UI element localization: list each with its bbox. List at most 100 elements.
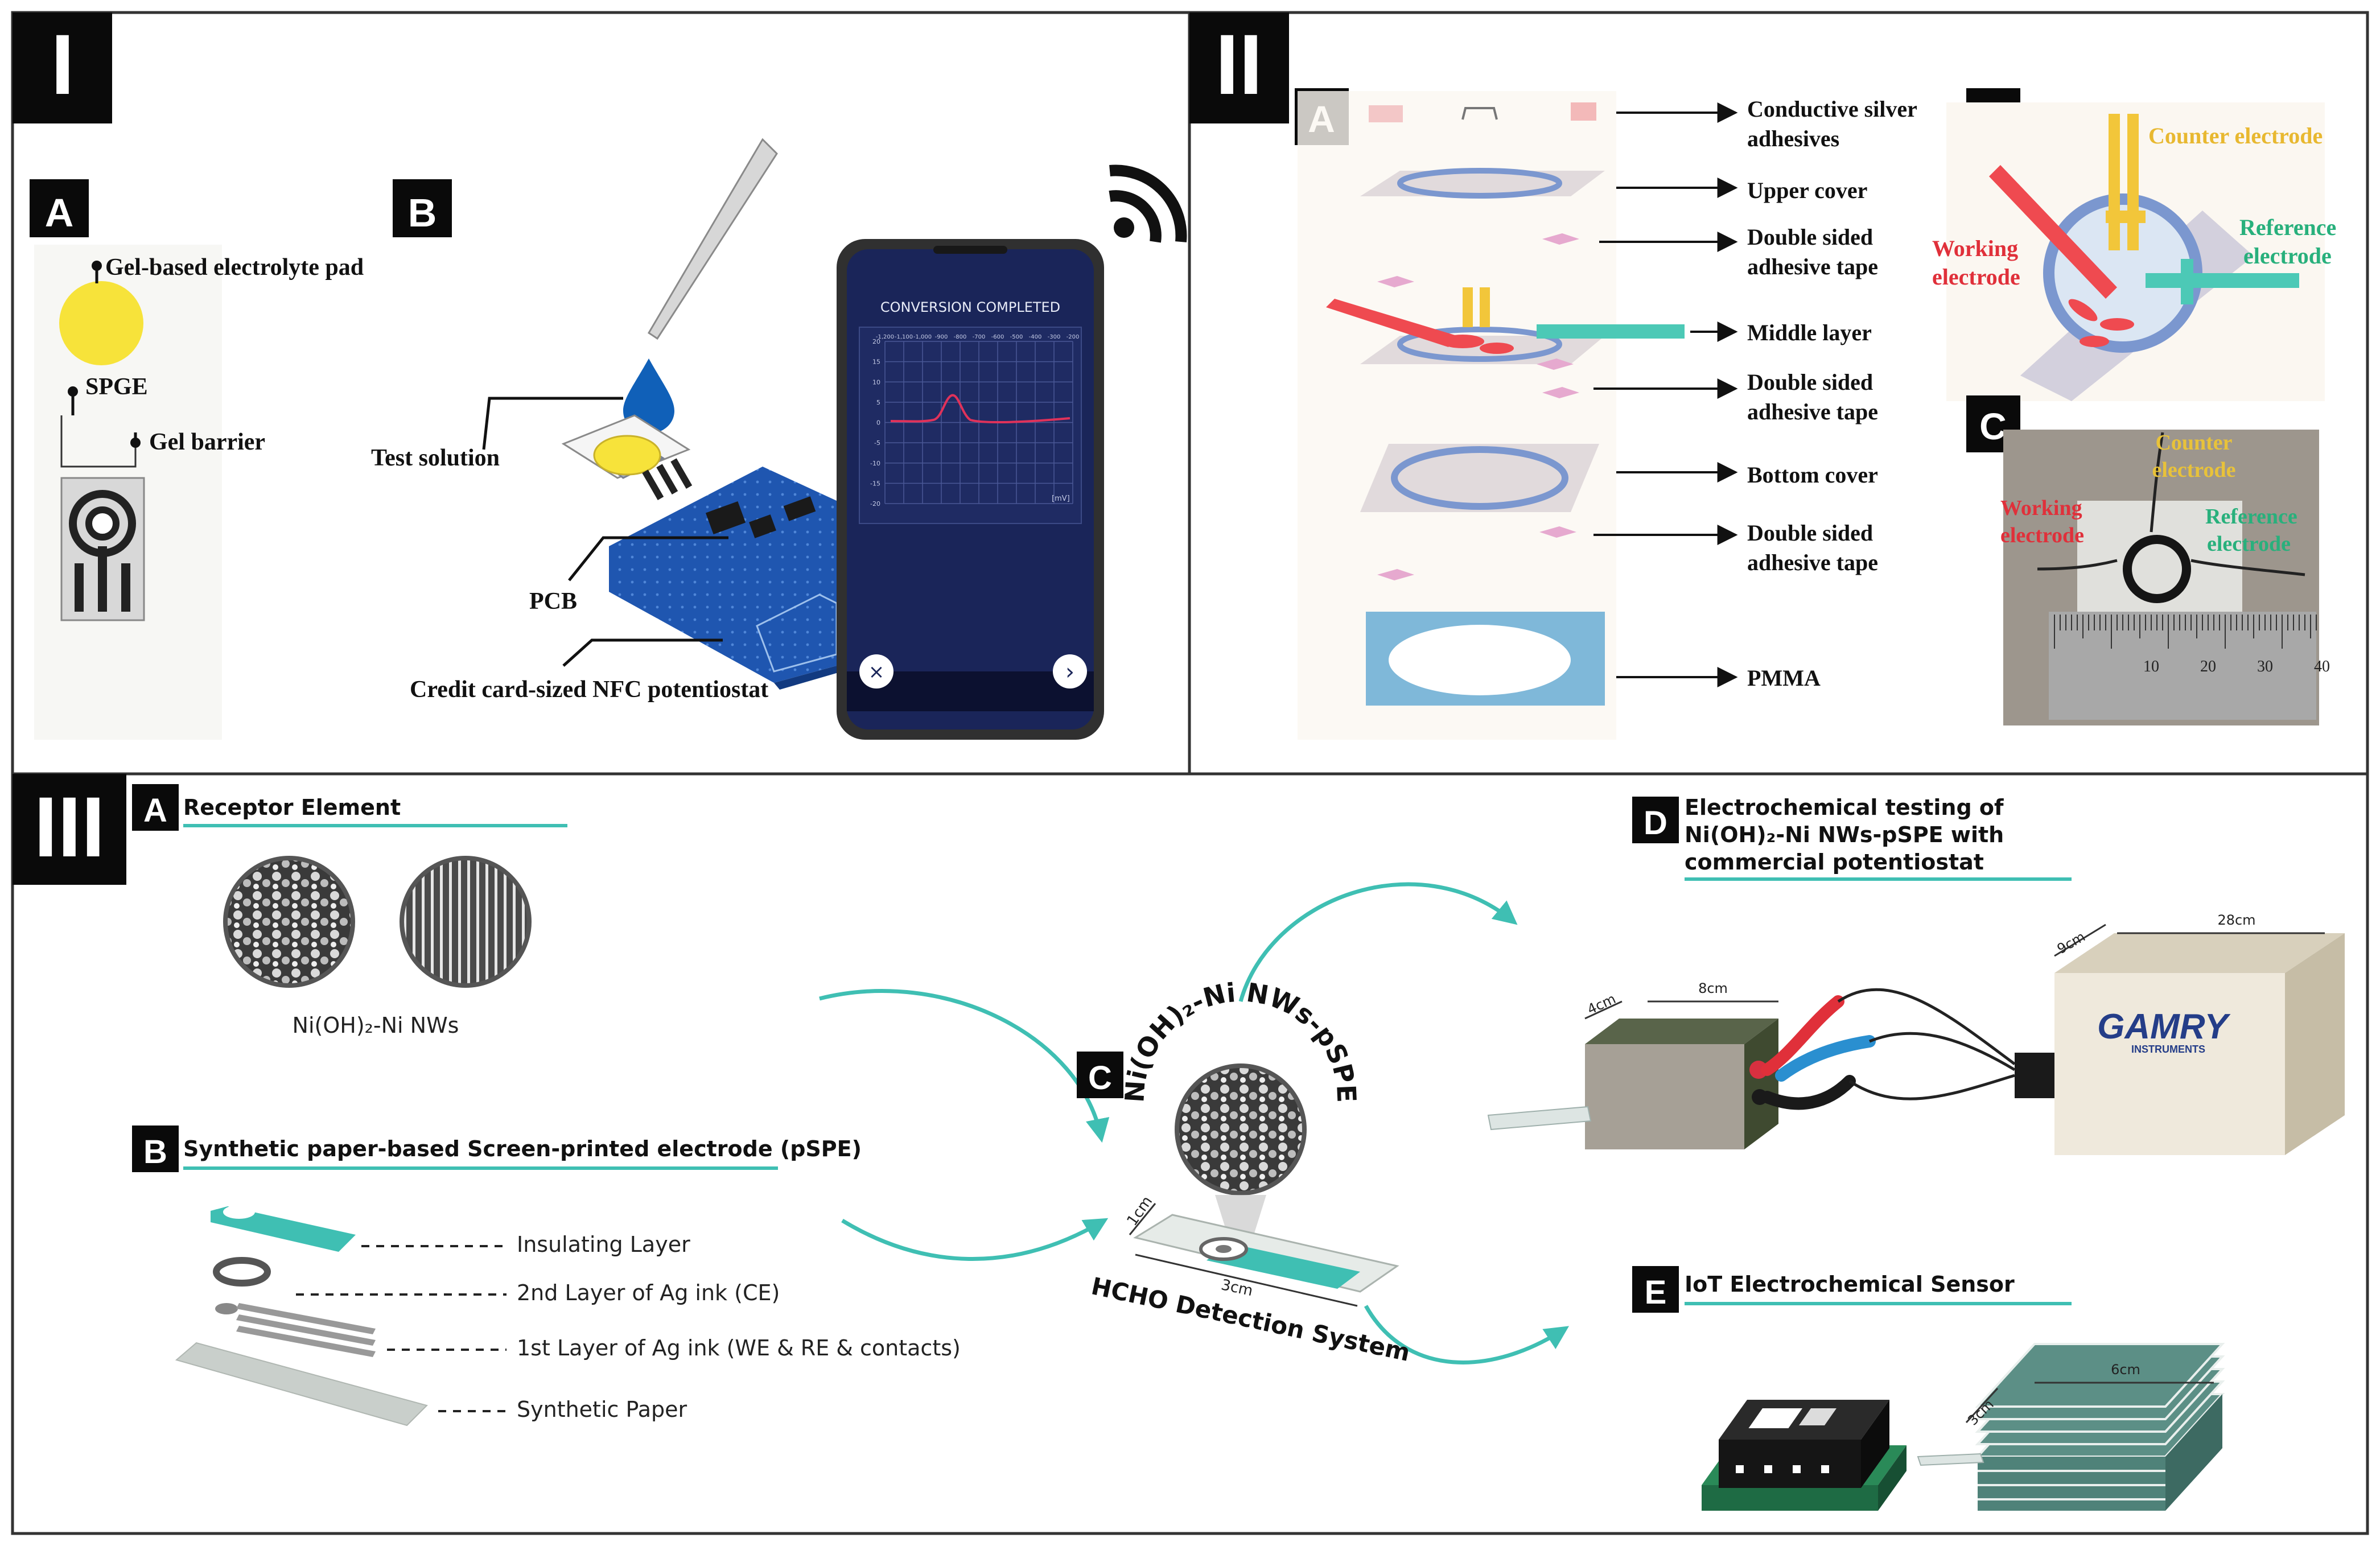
plot-x-tick: -400 bbox=[1029, 334, 1042, 340]
label-IIIB-badge bbox=[132, 1126, 179, 1172]
nanowire-topview bbox=[223, 856, 355, 988]
spge-lead-1 bbox=[75, 563, 84, 612]
dim-1cm-line bbox=[1129, 1203, 1156, 1235]
sensor-gel bbox=[593, 435, 661, 476]
layer-label-line1: Double sided bbox=[1747, 520, 1873, 546]
phone-next-button[interactable] bbox=[1053, 654, 1087, 689]
photo-wire-right bbox=[2190, 559, 2305, 576]
tape-2b bbox=[1542, 387, 1579, 398]
plot-y-tick: 10 bbox=[872, 378, 880, 386]
pcb-edge bbox=[774, 666, 842, 690]
plot-y-tick: 20 bbox=[872, 338, 880, 345]
phone-plot-grid bbox=[884, 341, 1073, 504]
tape-3b bbox=[1377, 569, 1414, 580]
iot-pcb-stack bbox=[1975, 1343, 2225, 1511]
ruler-number: 20 bbox=[2200, 658, 2216, 675]
close-icon: × bbox=[868, 661, 885, 683]
iot-pcb-front bbox=[1978, 1457, 2165, 1511]
cable-connector bbox=[2015, 1053, 2054, 1098]
pcb-label: PCB bbox=[529, 588, 577, 615]
potentiostat-label: Credit card-sized NFC potentiostat bbox=[410, 677, 768, 703]
receptor-caption: Ni(OH)₂-Ni NWs bbox=[293, 1013, 459, 1038]
phone-status-title: CONVERSION COMPLETED bbox=[880, 299, 1060, 315]
upper-cover-ring bbox=[1397, 168, 1562, 199]
potentiostat-leader bbox=[562, 638, 723, 667]
insulating-window bbox=[223, 1205, 255, 1219]
panel-III-badge bbox=[13, 774, 126, 885]
iot-label-2 bbox=[1798, 1408, 1837, 1425]
iot-pcb-layer bbox=[1975, 1343, 2225, 1408]
panel-II-numeral: II bbox=[1215, 17, 1262, 112]
plot-x-tick: -600 bbox=[991, 334, 1004, 340]
sensor-pin-2 bbox=[656, 464, 678, 494]
working-rod bbox=[1989, 165, 2117, 299]
photo-reference-label-1: Reference bbox=[2205, 505, 2297, 529]
small-box-top bbox=[1585, 1019, 1778, 1044]
test-solution-leader bbox=[482, 397, 623, 450]
gel-pad-dot bbox=[92, 261, 102, 271]
layer-label-line2: adhesives bbox=[1747, 126, 1839, 151]
label-IIIA-badge bbox=[132, 784, 179, 831]
iot-title: IoT Electrochemical Sensor bbox=[1685, 1272, 2015, 1297]
dim-8cm: 8cm bbox=[1698, 980, 1728, 996]
arrow-C-to-E bbox=[1364, 1305, 1570, 1364]
label-IIC: C bbox=[1979, 405, 2007, 447]
panel-II: II A bbox=[1189, 13, 2336, 740]
plot-x-tick: -1,100 bbox=[895, 334, 913, 340]
wireless-icon bbox=[1109, 164, 1187, 243]
pmma-window bbox=[1389, 625, 1571, 695]
working-label-2: electrode bbox=[1932, 264, 2020, 290]
large-box-side bbox=[2285, 933, 2345, 1155]
plot-y-tick: 0 bbox=[876, 419, 880, 427]
reference-rod bbox=[2146, 273, 2299, 288]
plot-y-tick: -20 bbox=[870, 500, 880, 508]
plot-x-tick: -800 bbox=[954, 334, 967, 340]
middle-counter-electrode-1 bbox=[1463, 287, 1473, 327]
upper-cover-sheet bbox=[1360, 171, 1605, 196]
phone-close-button[interactable] bbox=[859, 654, 893, 689]
pspe-title: Synthetic paper-based Screen-printed ele… bbox=[183, 1136, 862, 1161]
layer-label-line1: Double sided bbox=[1747, 369, 1873, 395]
photo-wire-left bbox=[2037, 559, 2118, 571]
phone-plot-frame bbox=[859, 327, 1082, 524]
tape-1a bbox=[1542, 233, 1579, 245]
plot-y-tick: -15 bbox=[870, 480, 880, 487]
layer-label-line1: Double sided bbox=[1747, 224, 1873, 250]
dim-6cm: 6cm bbox=[2111, 1362, 2140, 1378]
plot-x-tick: -1,000 bbox=[913, 334, 932, 340]
layer-label-line1: Conductive silver bbox=[1747, 96, 1917, 122]
reference-label-1: Reference bbox=[2239, 215, 2336, 240]
dim-28cm: 28cm bbox=[2217, 912, 2255, 928]
iot-underline bbox=[1685, 1302, 2072, 1305]
smartphone: CONVERSION COMPLETED -1,200-1,100-1,000-… bbox=[837, 239, 1104, 740]
iot-label-1 bbox=[1748, 1408, 1802, 1428]
panel-II-badge bbox=[1189, 13, 1289, 123]
receptor-title: Receptor Element bbox=[183, 795, 401, 820]
arrow-C-to-D bbox=[1238, 882, 1518, 1002]
ruler-number: 40 bbox=[2314, 658, 2330, 675]
silver-adhesive-1 bbox=[1369, 105, 1403, 122]
silver-adhesive-2 bbox=[1461, 107, 1498, 120]
photo-working-label-1: Working bbox=[2000, 496, 2082, 520]
dim-4cm-line bbox=[1584, 1000, 1623, 1020]
middle-red-dot-1 bbox=[1441, 335, 1484, 348]
spge-label: SPGE bbox=[85, 374, 148, 400]
chevron-right-icon: › bbox=[1065, 659, 1074, 685]
receptor-underline bbox=[183, 824, 567, 827]
gamry-logo: GAMRY bbox=[2097, 1007, 2231, 1046]
arrow-B-to-C bbox=[841, 1218, 1109, 1261]
sensor-pin-3 bbox=[670, 458, 693, 489]
plot-y-tick: 5 bbox=[876, 399, 880, 406]
pspe-layer-2: 2nd Layer of Ag ink (CE) bbox=[517, 1280, 780, 1305]
potentiostat-title-1: Electrochemical testing of bbox=[1685, 795, 2004, 820]
bottom-cover-ring bbox=[1391, 446, 1568, 510]
gel-pad bbox=[59, 281, 143, 365]
black-cable bbox=[1761, 1075, 1856, 1110]
plot-x-tick: -200 bbox=[1067, 334, 1080, 340]
plot-x-tick: -300 bbox=[1048, 334, 1061, 340]
iot-pcb-side bbox=[2165, 1394, 2222, 1511]
iot-pin-4 bbox=[1821, 1465, 1829, 1473]
gamry-subtitle: INSTRUMENTS bbox=[2131, 1044, 2205, 1055]
